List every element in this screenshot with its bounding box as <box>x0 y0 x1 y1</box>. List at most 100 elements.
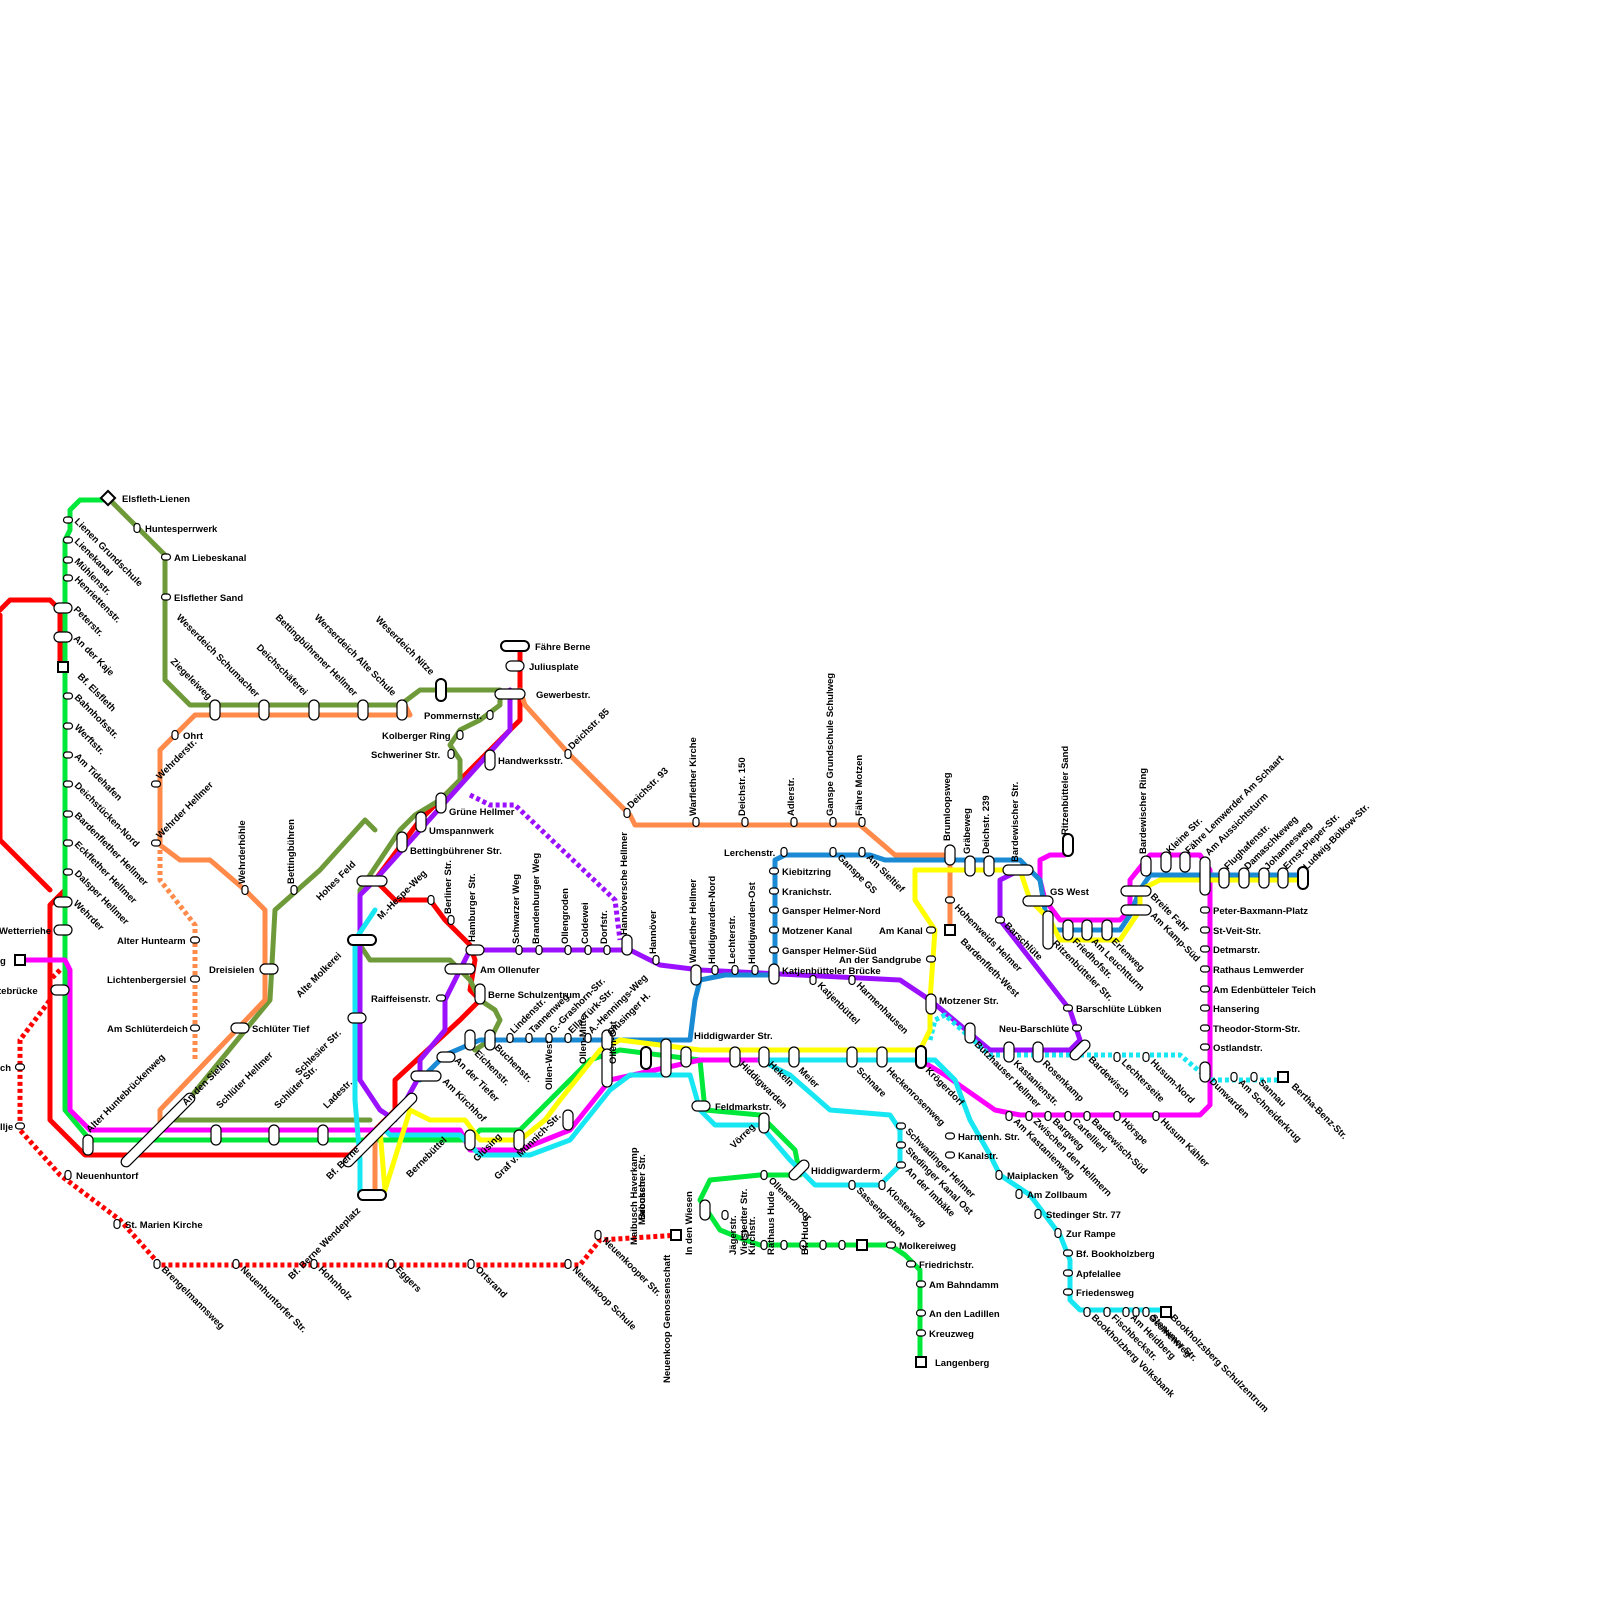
gewerbestr-stop-marker <box>495 689 525 699</box>
wetterriehe-label: Wetterriehe <box>0 926 51 937</box>
am-ollenufer-label: Am Ollenufer <box>480 965 540 976</box>
am-sieltief-stop-marker <box>859 848 865 857</box>
am-zollbaum-stop-marker <box>1016 1190 1022 1199</box>
am-kanal-label: Am Kanal <box>879 926 923 937</box>
friedrichstr-stop-marker <box>907 1261 916 1267</box>
peter-baxmann-platz-stop-marker <box>1201 907 1210 913</box>
deichstr-239-stop-marker <box>984 856 994 876</box>
bardewischer-ring-label: Bardewischer Ring <box>1138 768 1149 854</box>
bookholzberg-volksbank-stop-marker <box>1084 1308 1090 1317</box>
meier-stop-marker <box>789 1047 799 1067</box>
schnare-stop-marker <box>847 1047 857 1067</box>
brandenburger-weg-stop-marker <box>536 946 542 955</box>
neuenhuntorfer-str-stop-marker <box>233 1260 239 1269</box>
ritzenbütteler-sand-label: Ritzenbütteler Sand <box>1060 746 1071 835</box>
lechterstr-label: Lechterstr. <box>727 915 738 964</box>
lerchenstr-stop-marker <box>781 848 787 857</box>
jägerstr-label: Jägerstr. <box>728 1215 739 1255</box>
ritzenbütteler-sand-stop-marker <box>1063 834 1073 856</box>
am-schneiderkrug-stop-marker <box>1231 1073 1237 1082</box>
llje-label: llje <box>0 1122 13 1133</box>
gs-west-label: GS West <box>1050 887 1090 898</box>
theodor-storm-str-label: Theodor-Storm-Str. <box>1213 1024 1300 1035</box>
am-heidberg-stop-marker <box>1123 1308 1129 1317</box>
weserdeich-nitze-label: Weserdeich Nitze <box>373 614 436 677</box>
maiplacken-label: Maiplacken <box>1007 1171 1058 1182</box>
am-bahndamm-stop-marker <box>917 1281 926 1287</box>
jägerstr-stop-marker <box>781 1241 787 1250</box>
weserdeich-nitze-stop-marker <box>436 679 446 701</box>
an-der-sandgrube-stop-marker <box>927 956 936 962</box>
deichstr-150-stop-marker <box>742 818 748 827</box>
neu-barschlüte-stop-marker <box>1073 1025 1082 1031</box>
hohes-feld-stop-marker <box>357 876 387 886</box>
an-den-ladillen-label: An den Ladillen <box>929 1309 1000 1320</box>
neuenkooper-str-stop-marker <box>595 1231 601 1240</box>
ch-stop-marker <box>16 1064 25 1070</box>
flughafenstr-stop-marker <box>1219 868 1229 888</box>
fähre-motzen-label: Fähre Motzen <box>854 755 865 816</box>
peter-baxmann-platz-label: Peter-Baxmann-Platz <box>1213 906 1308 917</box>
stedinger-str-77-label: Stedinger Str. 77 <box>1046 1210 1121 1221</box>
rathaus-hude-label: Rathaus Hude <box>766 1191 777 1255</box>
wehrderstr-stop-marker <box>152 781 161 787</box>
lichtenbergersiel-label: Lichtenbergersiel <box>107 975 186 986</box>
rosenkamp-stop-marker <box>1033 1042 1043 1062</box>
schlüter-hellmer-stop-marker <box>211 1125 221 1145</box>
ernst-pieper-str-stop-marker <box>1278 868 1288 888</box>
weserdeich-schumacher-stop-marker <box>259 700 269 720</box>
kanalstr-label: Kanalstr. <box>958 1151 998 1162</box>
bf-hude-stop-marker <box>857 1240 867 1250</box>
cartellieri-stop-marker <box>1065 1112 1071 1121</box>
rathaus-hude-stop-marker <box>839 1241 845 1250</box>
bardewischer-str-label: Bardewischer Str. <box>1010 782 1021 862</box>
gs-west-stop-marker <box>1023 896 1053 906</box>
henriettenstr-stop-marker <box>64 575 73 581</box>
brumloopsweg-label: Brumloopsweg <box>942 772 953 841</box>
handwerksstr-stop-marker <box>485 750 495 770</box>
katjenbütteler-brücke-stop-marker <box>769 964 779 984</box>
bf-hude-label: Bf. Hude <box>800 1216 811 1255</box>
st-marien-kirche-label: St. Marien Kirche <box>125 1220 203 1231</box>
detmarstr-label: Detmarstr. <box>1213 945 1260 956</box>
apfelallee-label: Apfelallee <box>1076 1269 1121 1280</box>
hamburger-str-label: Hamburger Str. <box>467 873 478 942</box>
hohenweids-helmer-stop-marker <box>946 897 955 903</box>
schnare-label: Schnare <box>854 1065 888 1099</box>
brookstr-stop-marker <box>700 1200 710 1220</box>
hiddigwarden-nord-label: Hiddigwarden-Nord <box>707 876 718 964</box>
bf-bookholzberg-label: Bf. Bookholzberg <box>1076 1249 1155 1260</box>
gräbeweg-label: Gräbeweg <box>962 808 973 854</box>
motzener-kanal-label: Motzener Kanal <box>782 926 852 937</box>
ostlandstr-stop-marker <box>1201 1044 1210 1050</box>
ollen-mitte-stop-marker <box>641 1047 651 1069</box>
an-der-imbäke-stop-marker <box>897 1162 906 1168</box>
vörreg-stop-marker <box>759 1113 769 1133</box>
bernebüttel-stop-marker <box>465 1130 475 1150</box>
deichstr-85-label: Deichstr. 85 <box>566 706 612 752</box>
am-aussichtsturm-stop-marker <box>1200 857 1210 895</box>
theodor-storm-str-stop-marker <box>1201 1025 1210 1031</box>
juliusplate-label: Juliusplate <box>529 662 579 673</box>
an-der-tiefer-stop-marker <box>437 1052 455 1062</box>
kolberger-ring-stop-marker <box>457 731 463 740</box>
ladestr-stop-marker <box>318 1125 328 1145</box>
eckflether-hellmer-stop-marker <box>64 840 73 846</box>
harmenhausen-label: Harmenhausen <box>854 980 910 1036</box>
kranichstr-label: Kranichstr. <box>782 887 832 898</box>
wehrder-hellmer-stop-marker <box>152 840 161 846</box>
dunwarden-stop-marker <box>1200 1062 1210 1082</box>
feldmarkstr-label: Feldmarkstr. <box>715 1102 772 1113</box>
lechterseite-stop-marker <box>1114 1053 1120 1062</box>
red-west-edge <box>0 615 50 890</box>
ollenermoor-stop-marker <box>761 1171 767 1180</box>
bettingbühren-label: Bettingbühren <box>286 819 297 884</box>
motzener-kanal-stop-marker <box>770 927 779 933</box>
graf-v-münnich-str-stop-marker <box>563 1110 573 1130</box>
langenberg-label: Langenberg <box>935 1358 990 1369</box>
werftstr-stop-marker <box>64 723 73 729</box>
deichstr-93-stop-marker <box>624 809 630 818</box>
warflether-kirche-label: Warflether Kirche <box>688 737 699 816</box>
hiddigwarden-ost-label: Hiddigwarden-Ost <box>747 881 758 964</box>
